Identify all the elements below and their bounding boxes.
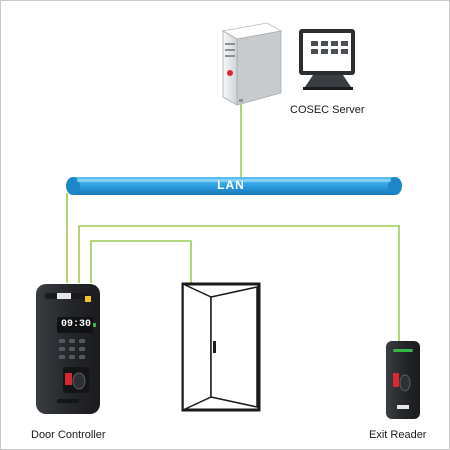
lan-bus bbox=[66, 177, 402, 195]
controller-display-time: 09:30 bbox=[60, 319, 91, 330]
exit-reader-caption: Exit Reader bbox=[369, 429, 427, 441]
controller-door-wire bbox=[90, 240, 192, 283]
server-caption: COSEC Server bbox=[290, 104, 365, 116]
touch-monitor-icon bbox=[299, 29, 355, 90]
connection-wires bbox=[66, 99, 400, 341]
open-door-icon bbox=[181, 282, 261, 412]
lan-label: LAN bbox=[217, 178, 245, 192]
controller-exit-reader-wire bbox=[78, 225, 400, 341]
door-controller-caption: Door Controller bbox=[31, 429, 106, 441]
tower-server-icon bbox=[221, 22, 283, 106]
door-controller-icon bbox=[36, 284, 100, 414]
exit-reader-icon bbox=[386, 341, 420, 419]
